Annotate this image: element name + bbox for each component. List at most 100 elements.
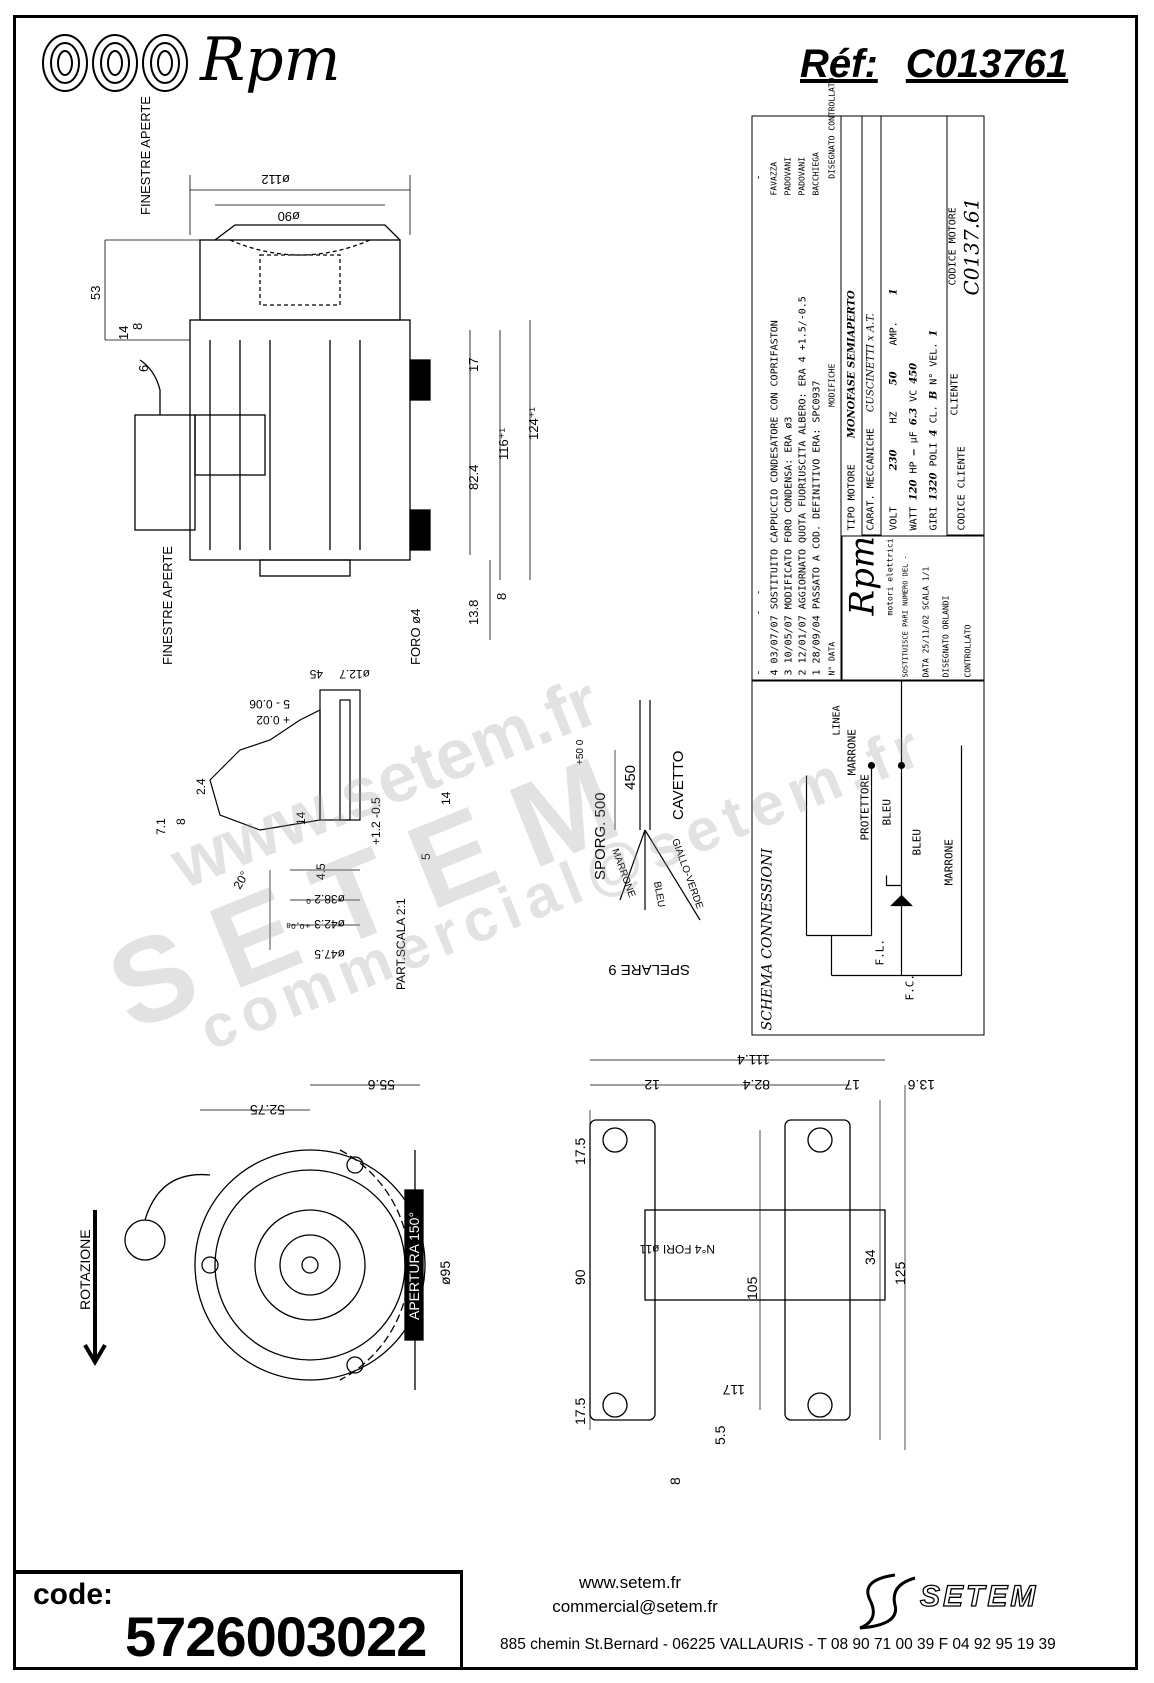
ref-value: C013761 [905, 42, 1069, 86]
disegnato-label: DISEGNATO [941, 634, 951, 678]
cliente-label: CLIENTE [949, 373, 961, 416]
tb-data: DATA 25/11/02 SCALA 1/1 [922, 567, 931, 678]
carat-value: CUSCINETTI x A.T. [865, 313, 877, 413]
rev-n: 3 [783, 669, 795, 676]
rev-desc: MODIFICATO FORO CONDENSA: ERA ø3 [783, 416, 795, 610]
det-4-5: 4.5 [314, 863, 328, 880]
rev-blank-date: - [753, 609, 765, 616]
spec-value: 230 [888, 449, 900, 471]
bracket-82-4: 82.4 [743, 1077, 770, 1093]
title-block: SCHEMA CONNESSIONI LINEA MARRONE PROTETT… [751, 78, 985, 1036]
rev-drawn: BACCHIEGA [811, 152, 821, 196]
spec-label: VOLT [888, 506, 900, 531]
dim-17: 17 [466, 358, 481, 372]
label-finestre-aperte-top: FINESTRE APERTE [138, 96, 153, 215]
rev-h-desc: MODIFICHE [827, 363, 837, 407]
rev-desc: SOSTITUITO CAPPUCCIO CONDESATORE CON COP… [769, 320, 781, 610]
footer-email[interactable]: commercial@setem.fr [552, 1597, 718, 1616]
spec-value: 6.3 [908, 407, 920, 426]
rev-row-1: 1 28/09/04 PASSATO A COD. DEFINITIVO ERA… [812, 380, 824, 675]
rev-n: 1 [811, 669, 823, 676]
bracket-125: 125 [892, 1261, 908, 1285]
disegnato-value: ORLANDI [941, 595, 951, 630]
tipo-motore: TIPO MOTORE MONOFASE SEMIAPERTO [847, 290, 859, 530]
bracket-17-5-bottom: 17.5 [572, 1398, 588, 1425]
rev-n: 2 [797, 669, 809, 676]
spec-value: 450 [908, 362, 920, 384]
dim-13-8: 13.8 [466, 600, 481, 625]
spec-value: 1320 [928, 472, 940, 501]
spec-row-1: VOLT 230 HZ 50 AMP. 1 [889, 288, 901, 530]
rpm-coil-logo [42, 34, 188, 92]
scala-value: 1/1 [921, 566, 931, 582]
codice-cliente-label: CODICE CLIENTE [956, 446, 968, 531]
code-label: code: [33, 1578, 114, 1611]
front-55-6: 55.6 [368, 1077, 395, 1093]
tipo-motore-value: MONOFASE SEMIAPERTO [846, 290, 858, 439]
dim-8: 8 [130, 323, 145, 330]
side-view [104, 175, 531, 640]
dim-14: 14 [116, 326, 131, 340]
carat: CARAT. MECCANICHE CUSCINETTI x A.T. [866, 313, 878, 530]
rev-date: 28/09/04 [811, 615, 823, 664]
wiring-schematic [805, 680, 963, 977]
bracket-105: 105 [744, 1276, 760, 1300]
dim-6: 6 [136, 365, 151, 372]
sostituisce-label: SOSTITUISCE PARI NUMERO DEL [901, 563, 910, 678]
bracket-8: 8 [667, 1477, 683, 1485]
spec-value: 1 [888, 288, 900, 296]
spec-value: 4 [928, 429, 940, 437]
rev-header: N° DATA MODIFICHE DISEGNATO CONTROLLATO [828, 78, 837, 676]
rev-blank-desc: - [753, 589, 765, 596]
rev-date: 10/05/07 [783, 615, 795, 664]
footer-web[interactable]: www.setem.fr [578, 1573, 682, 1592]
spec-label: GIRI [928, 506, 940, 531]
rev-h-date: DATA [827, 641, 837, 662]
codice-motore-label: CODICE MOTORE [947, 207, 959, 286]
det-5c: 5 [419, 853, 433, 860]
det-8: 8 [174, 818, 188, 825]
spec-label: AMP. [888, 321, 900, 346]
tb-logo-brand: Rpm [842, 535, 883, 616]
front-rotazione: ROTAZIONE [77, 1229, 93, 1310]
spec-label: µF [908, 431, 920, 444]
front-apertura: APERTURA 150° [406, 1212, 422, 1320]
rev-h-checked: CONTROLLATO [827, 77, 837, 131]
spec-value: 50 [888, 371, 900, 386]
rev-row-3: 3 10/05/07 MODIFICATO FORO CONDENSA: ERA… [784, 417, 796, 676]
page-frame [13, 15, 1138, 1670]
tb-disegnato: DISEGNATO ORLANDI [942, 596, 951, 678]
spec-value: B [928, 390, 940, 400]
carat-label: CARAT. MECCANICHE [865, 428, 877, 531]
spec-value: 120 [908, 479, 920, 501]
rev-date: 12/01/07 [797, 615, 809, 664]
det-14b: 14 [439, 791, 453, 805]
setem-swirl-logo [859, 1573, 916, 1630]
spec-row-2: WATT 120 HP – µF 6.3 VC 450 [909, 363, 921, 531]
rev-drawn: PADOVANI [797, 156, 807, 196]
dim-116: 116⁺¹ [496, 427, 511, 460]
data-value: 25/11/02 [921, 614, 931, 654]
front-view [83, 1084, 426, 1390]
schema-fl: F.L. [873, 939, 887, 966]
bracket-12: 12 [644, 1077, 660, 1093]
bracket-13-6: 13.6 [908, 1077, 935, 1093]
det-47-5: ø47.5 [314, 947, 345, 961]
setem-logo: SETEM [919, 1579, 1039, 1613]
spec-value: – [908, 449, 920, 456]
spec-label: HZ [888, 411, 900, 424]
cable-spelare: SPELARE 9 [608, 961, 690, 978]
spec-label: HP [908, 461, 920, 474]
spec-value: 1 [928, 329, 940, 337]
shaft-detail [209, 689, 361, 950]
bracket-90: 90 [572, 1269, 588, 1285]
dim-dia112: ø112 [261, 172, 290, 187]
reference: Réf:C013761 [800, 42, 1068, 87]
code-number: 5726003022 [125, 1605, 427, 1668]
spec-label: VC [908, 389, 920, 402]
rev-blank-drawn: - [753, 174, 765, 181]
det-5: 5 - 0.06 [249, 697, 290, 711]
brand-name: Rpm [200, 25, 341, 95]
bracket-17: 17 [844, 1077, 860, 1093]
mounting-bracket [589, 1059, 906, 1450]
